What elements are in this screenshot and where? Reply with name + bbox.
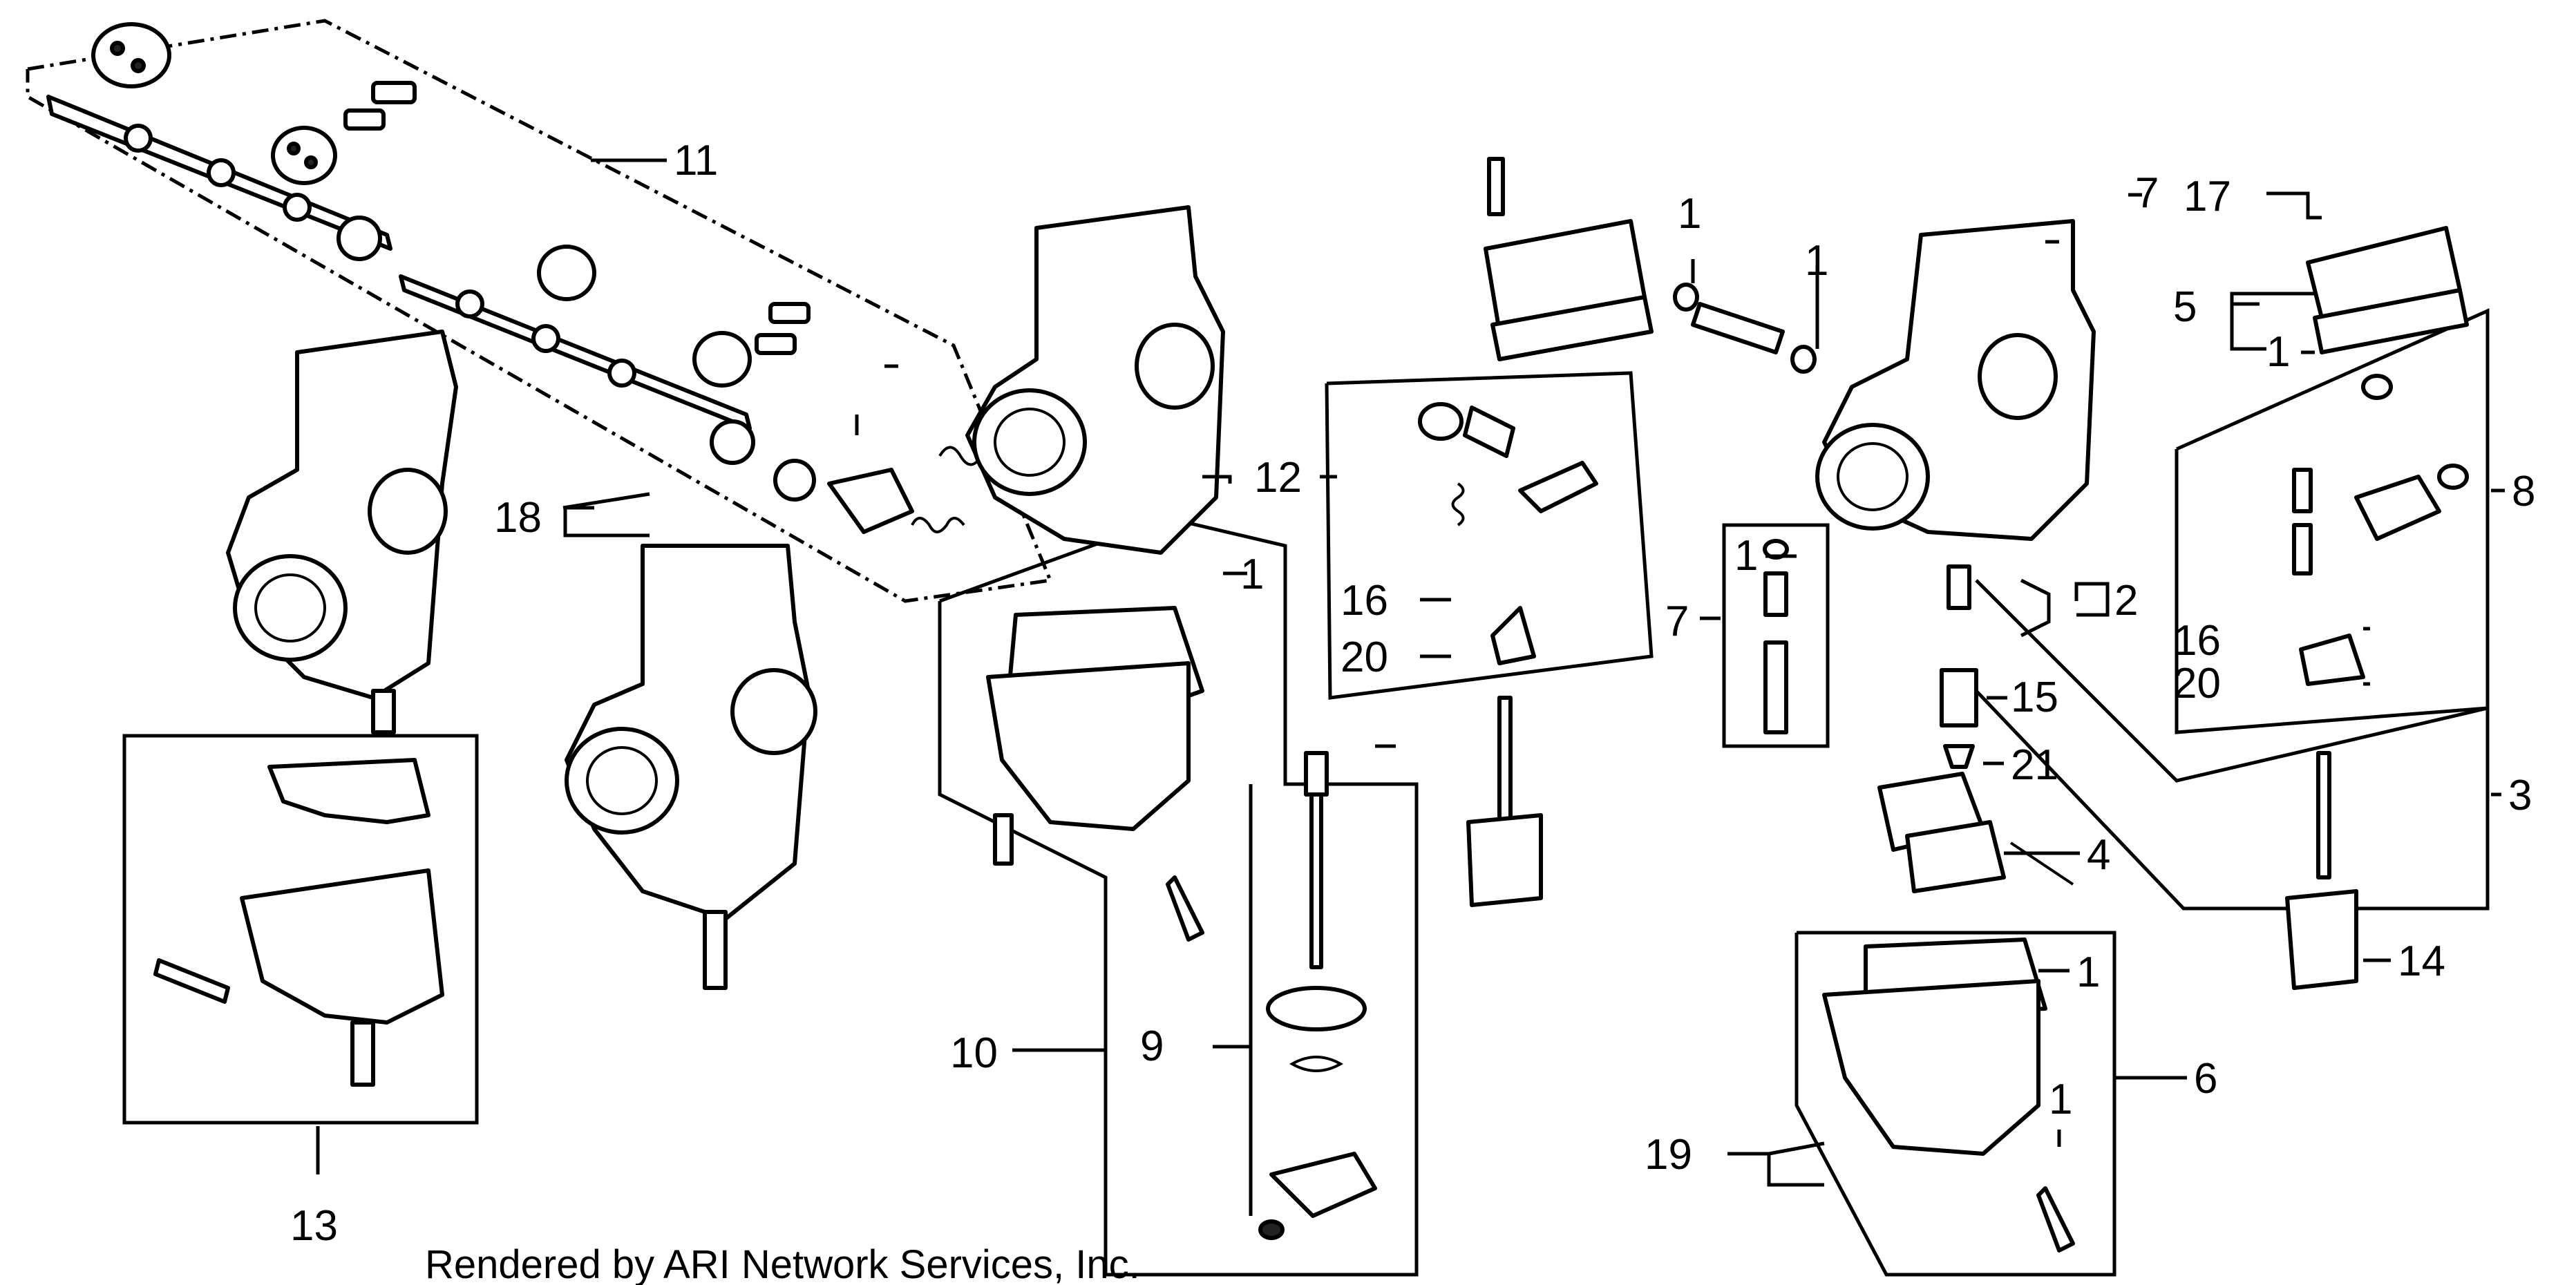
float-4 <box>1877 772 2074 893</box>
callout-20-right: 20 <box>2173 660 2221 707</box>
carburetor-center-right <box>965 205 1225 555</box>
callout-1-oring-b: 1 <box>1805 237 1828 285</box>
float-bowl-10 <box>986 606 1204 942</box>
main-jet-15-21 <box>1940 564 1978 769</box>
top-cover-12 <box>1484 157 1654 361</box>
callout-12: 12 <box>1254 454 1302 502</box>
needle-jet-parts-12 <box>1418 402 1598 907</box>
callout-5: 5 <box>2173 283 2197 331</box>
callout-18: 18 <box>494 494 542 542</box>
group-10-box <box>938 516 1419 1277</box>
callout-1-bowl-6: 1 <box>2076 949 2100 996</box>
callout-6: 6 <box>2194 1055 2217 1103</box>
piston-valve-3-14 <box>2285 751 2358 990</box>
callout-1-cover: 1 <box>2266 328 2290 376</box>
float-bowl-6 <box>1822 937 2075 1253</box>
callout-19: 19 <box>1645 1131 1692 1179</box>
group-6-box <box>1794 931 2116 1277</box>
fuel-joint-parts <box>1673 283 1817 374</box>
callout-7-top: 7 <box>2135 169 2159 217</box>
callout-17: 17 <box>2184 173 2231 220</box>
carburetor-right <box>1815 219 2096 541</box>
callout-3: 3 <box>2508 772 2532 819</box>
callout-16-right: 16 <box>2173 617 2221 665</box>
leader-lines <box>316 158 2505 1187</box>
callout-21: 21 <box>2011 741 2058 789</box>
top-cover-5 <box>2306 226 2469 354</box>
callout-16-left: 16 <box>1341 577 1388 625</box>
group-13-box <box>122 734 479 1125</box>
callout-labels: 11 18 12 1 13 10 9 16 20 1 1 7 1 7 17 5 … <box>290 137 2535 1250</box>
carburetor-left <box>226 330 458 734</box>
callout-11: 11 <box>674 137 718 184</box>
linkage-parts-8 <box>2292 374 2469 686</box>
callout-9: 9 <box>1140 1022 1164 1070</box>
callout-1-bowl-gasket: 1 <box>1240 551 1264 598</box>
callout-20-left: 20 <box>1341 634 1388 681</box>
callout-14: 14 <box>2398 937 2445 985</box>
callout-7-left: 7 <box>1665 598 1689 645</box>
float-bowl-13 <box>153 758 444 1087</box>
callout-8: 8 <box>2512 468 2535 515</box>
group-11-outline <box>26 19 1053 603</box>
callout-4: 4 <box>2087 831 2110 879</box>
diaphragm-9 <box>1258 751 1377 1240</box>
group-3-outline <box>1975 579 2490 911</box>
footer-credit: Rendered by ARI Network Services, Inc. <box>425 1242 1140 1285</box>
callout-2: 2 <box>2114 577 2138 625</box>
carburetor-center-left <box>565 544 817 990</box>
throttle-linkage-assembly <box>46 22 983 534</box>
callout-10: 10 <box>950 1029 998 1077</box>
group-12-box <box>1325 371 1654 700</box>
jet-stack-7 <box>1763 539 1789 734</box>
callout-1-drain: 1 <box>2049 1076 2072 1123</box>
callout-1-oring-a: 1 <box>1678 190 1701 238</box>
group-8-outline <box>2175 308 2490 734</box>
callout-15: 15 <box>2011 674 2058 721</box>
group-7-box <box>1722 523 1830 748</box>
callout-1-jet: 1 <box>1734 532 1758 580</box>
callout-13: 13 <box>290 1202 338 1250</box>
